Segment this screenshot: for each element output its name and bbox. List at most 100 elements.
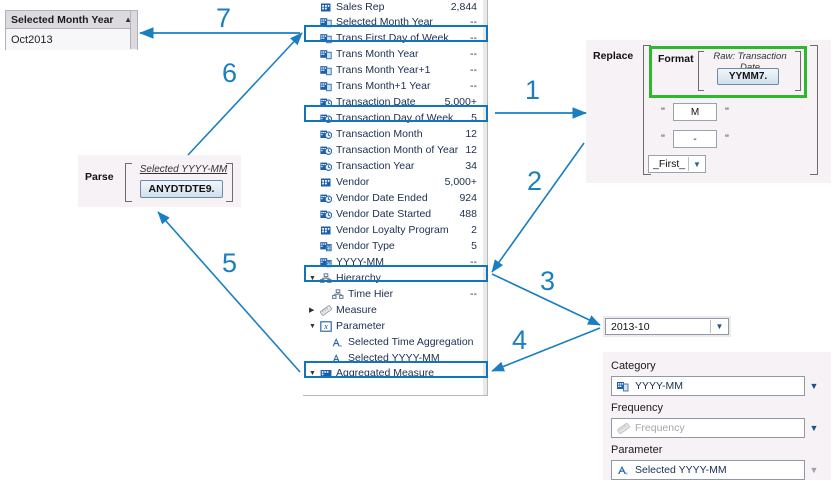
parse-node[interactable]: Parse Selected YYYY-MM ANYDTDTE9. — [78, 155, 241, 207]
chevron-down-icon[interactable]: ▼ — [809, 465, 819, 475]
variable-distinct-count: -- — [470, 64, 477, 76]
date-part-icon — [319, 17, 333, 28]
annotation-number: 6 — [222, 58, 238, 88]
replace-arg-row-1: " M " — [661, 103, 741, 123]
result-table-header[interactable]: Selected Month Year ▲ — [6, 11, 137, 29]
replace-occurrence-dropdown[interactable]: _First_ ▼ — [648, 155, 706, 173]
dropdown-divider — [688, 157, 689, 171]
char-icon — [319, 225, 333, 236]
variable-distinct-count: 34 — [465, 160, 477, 172]
year-month-value: 2013-10 — [611, 320, 650, 333]
variable-name: Vendor — [336, 176, 370, 188]
variable-name: Transaction Year — [336, 160, 415, 172]
category-value: YYYY-MM — [635, 380, 684, 392]
variable-list-scrollbar[interactable] — [483, 0, 487, 395]
svg-text:x: x — [340, 343, 343, 348]
parse-bracket-left — [125, 163, 132, 202]
variable-distinct-count: -- — [470, 48, 477, 60]
calc-char-icon — [319, 241, 333, 252]
arrow-6 — [187, 32, 303, 156]
variable-distinct-count: 5,000+ — [444, 176, 477, 188]
variable-name: Vendor Date Ended — [336, 192, 428, 204]
variable-distinct-count: -- — [470, 16, 477, 28]
replace-bracket-left — [643, 45, 651, 175]
result-table-scroll-gutter[interactable] — [130, 11, 137, 49]
category-dropdown[interactable]: YYYY-MM ▼ — [611, 376, 823, 396]
variable-row[interactable]: Vendor 5,000+ — [303, 174, 487, 190]
datetime-icon — [319, 129, 333, 140]
variable-row[interactable]: ▼ Hierarchy — [303, 270, 487, 286]
param-char-icon: x — [331, 337, 345, 348]
expand-collapse-icon-closed[interactable]: ▶ — [309, 307, 315, 314]
variable-row[interactable]: Trans First Day of Week-- — [303, 30, 487, 46]
datetime-icon — [319, 209, 333, 220]
variable-row[interactable]: ▼Aggregated Measure — [303, 366, 487, 380]
datetime-icon — [319, 193, 333, 204]
variable-row[interactable]: Selected Month Year-- — [303, 14, 487, 30]
arrow-4 — [491, 327, 601, 372]
variable-distinct-count: 488 — [459, 208, 477, 220]
replace-node[interactable]: Replace Format Raw: Transaction Date YYM… — [586, 40, 831, 183]
variable-name: YYYY-MM — [336, 256, 385, 268]
replace-occurrence-value: _First_ — [653, 158, 686, 170]
variable-distinct-count: 5 — [471, 240, 477, 252]
variable-name: Time Hier — [348, 288, 394, 300]
variable-row[interactable]: YYYY-MM-- — [303, 254, 487, 270]
arrow-5 — [157, 211, 301, 373]
sort-ascending-icon[interactable]: ▲ — [124, 15, 132, 24]
variable-row[interactable]: Transaction Year 34 — [303, 158, 487, 174]
variable-distinct-count: -- — [470, 32, 477, 44]
replace-arg-field-1[interactable]: M — [673, 103, 717, 121]
parse-informat-button[interactable]: ANYDTDTE9. — [140, 180, 223, 198]
variable-row[interactable]: ▶Measure — [303, 302, 487, 318]
chevron-down-icon[interactable]: ▼ — [693, 159, 701, 169]
variable-row[interactable]: Trans Month Year+1-- — [303, 62, 487, 78]
hierarchy-icon — [319, 272, 333, 284]
parameter-value: Selected YYYY-MM — [635, 464, 727, 476]
parameter-dropdown[interactable]: x Selected YYYY-MM ▼ — [611, 460, 823, 480]
char-icon — [319, 2, 333, 13]
variable-name: Transaction Date — [336, 96, 416, 108]
quote-close-2: " — [725, 133, 729, 145]
variable-distinct-count: 2 — [471, 224, 477, 236]
svg-text:x: x — [625, 470, 628, 475]
variable-distinct-count: -- — [470, 80, 477, 92]
format-bracket-left — [698, 51, 704, 91]
year-month-dropdown[interactable]: 2013-10 ▼ — [603, 316, 731, 337]
variable-row[interactable]: Trans Month Year-- — [303, 46, 487, 62]
arrow-2 — [491, 142, 585, 273]
variable-name: Hierarchy — [336, 272, 381, 284]
category-label: Category — [611, 360, 656, 372]
chevron-down-icon[interactable]: ▼ — [809, 381, 819, 391]
variable-row[interactable]: Trans Month+1 Year-- — [303, 78, 487, 94]
variable-row[interactable]: Time Hier-- — [303, 286, 487, 302]
format-button[interactable]: YYMM7. — [717, 68, 779, 85]
format-node-label: Format — [658, 53, 694, 65]
expand-collapse-icon-open[interactable]: ▼ — [309, 369, 316, 377]
datetime-icon — [319, 113, 333, 124]
frequency-dropdown[interactable]: Frequency ▼ — [611, 418, 823, 438]
chevron-down-icon[interactable]: ▼ — [715, 322, 724, 331]
date-part-icon — [319, 65, 333, 76]
replace-arg-field-2[interactable]: - — [673, 130, 717, 148]
expand-collapse-icon-open[interactable]: ▼ — [309, 274, 316, 282]
annotation-number: 3 — [540, 266, 556, 296]
variable-name: Transaction Month — [336, 128, 423, 140]
chevron-down-icon[interactable]: ▼ — [809, 423, 819, 433]
datetime-icon — [319, 161, 333, 172]
expand-collapse-icon-open[interactable]: ▼ — [309, 322, 316, 330]
parse-node-title: Selected YYYY-MM — [139, 164, 228, 175]
